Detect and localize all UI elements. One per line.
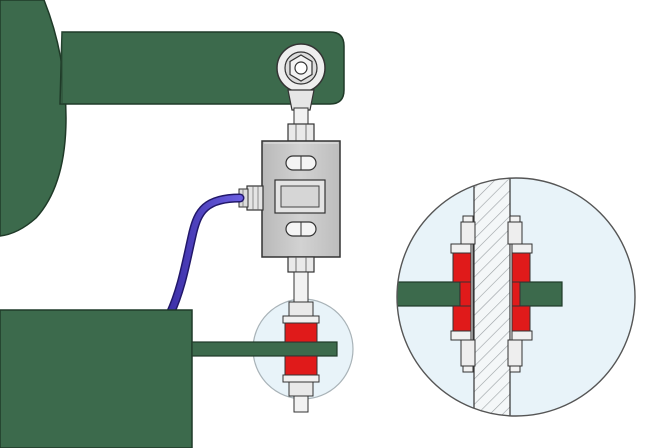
rod-end-bearing — [276, 43, 326, 111]
upper-arm — [59, 31, 345, 105]
threaded-rod — [293, 107, 309, 125]
machine-frame — [0, 0, 67, 237]
load-cell — [261, 140, 341, 258]
rubber-spacers — [282, 301, 320, 397]
signal-cable — [165, 193, 245, 319]
detail-view-magnifier — [396, 177, 636, 417]
hex-nut — [287, 256, 315, 273]
hex-nut — [287, 123, 315, 142]
mounting-plate — [191, 341, 338, 357]
base-block — [0, 309, 193, 448]
